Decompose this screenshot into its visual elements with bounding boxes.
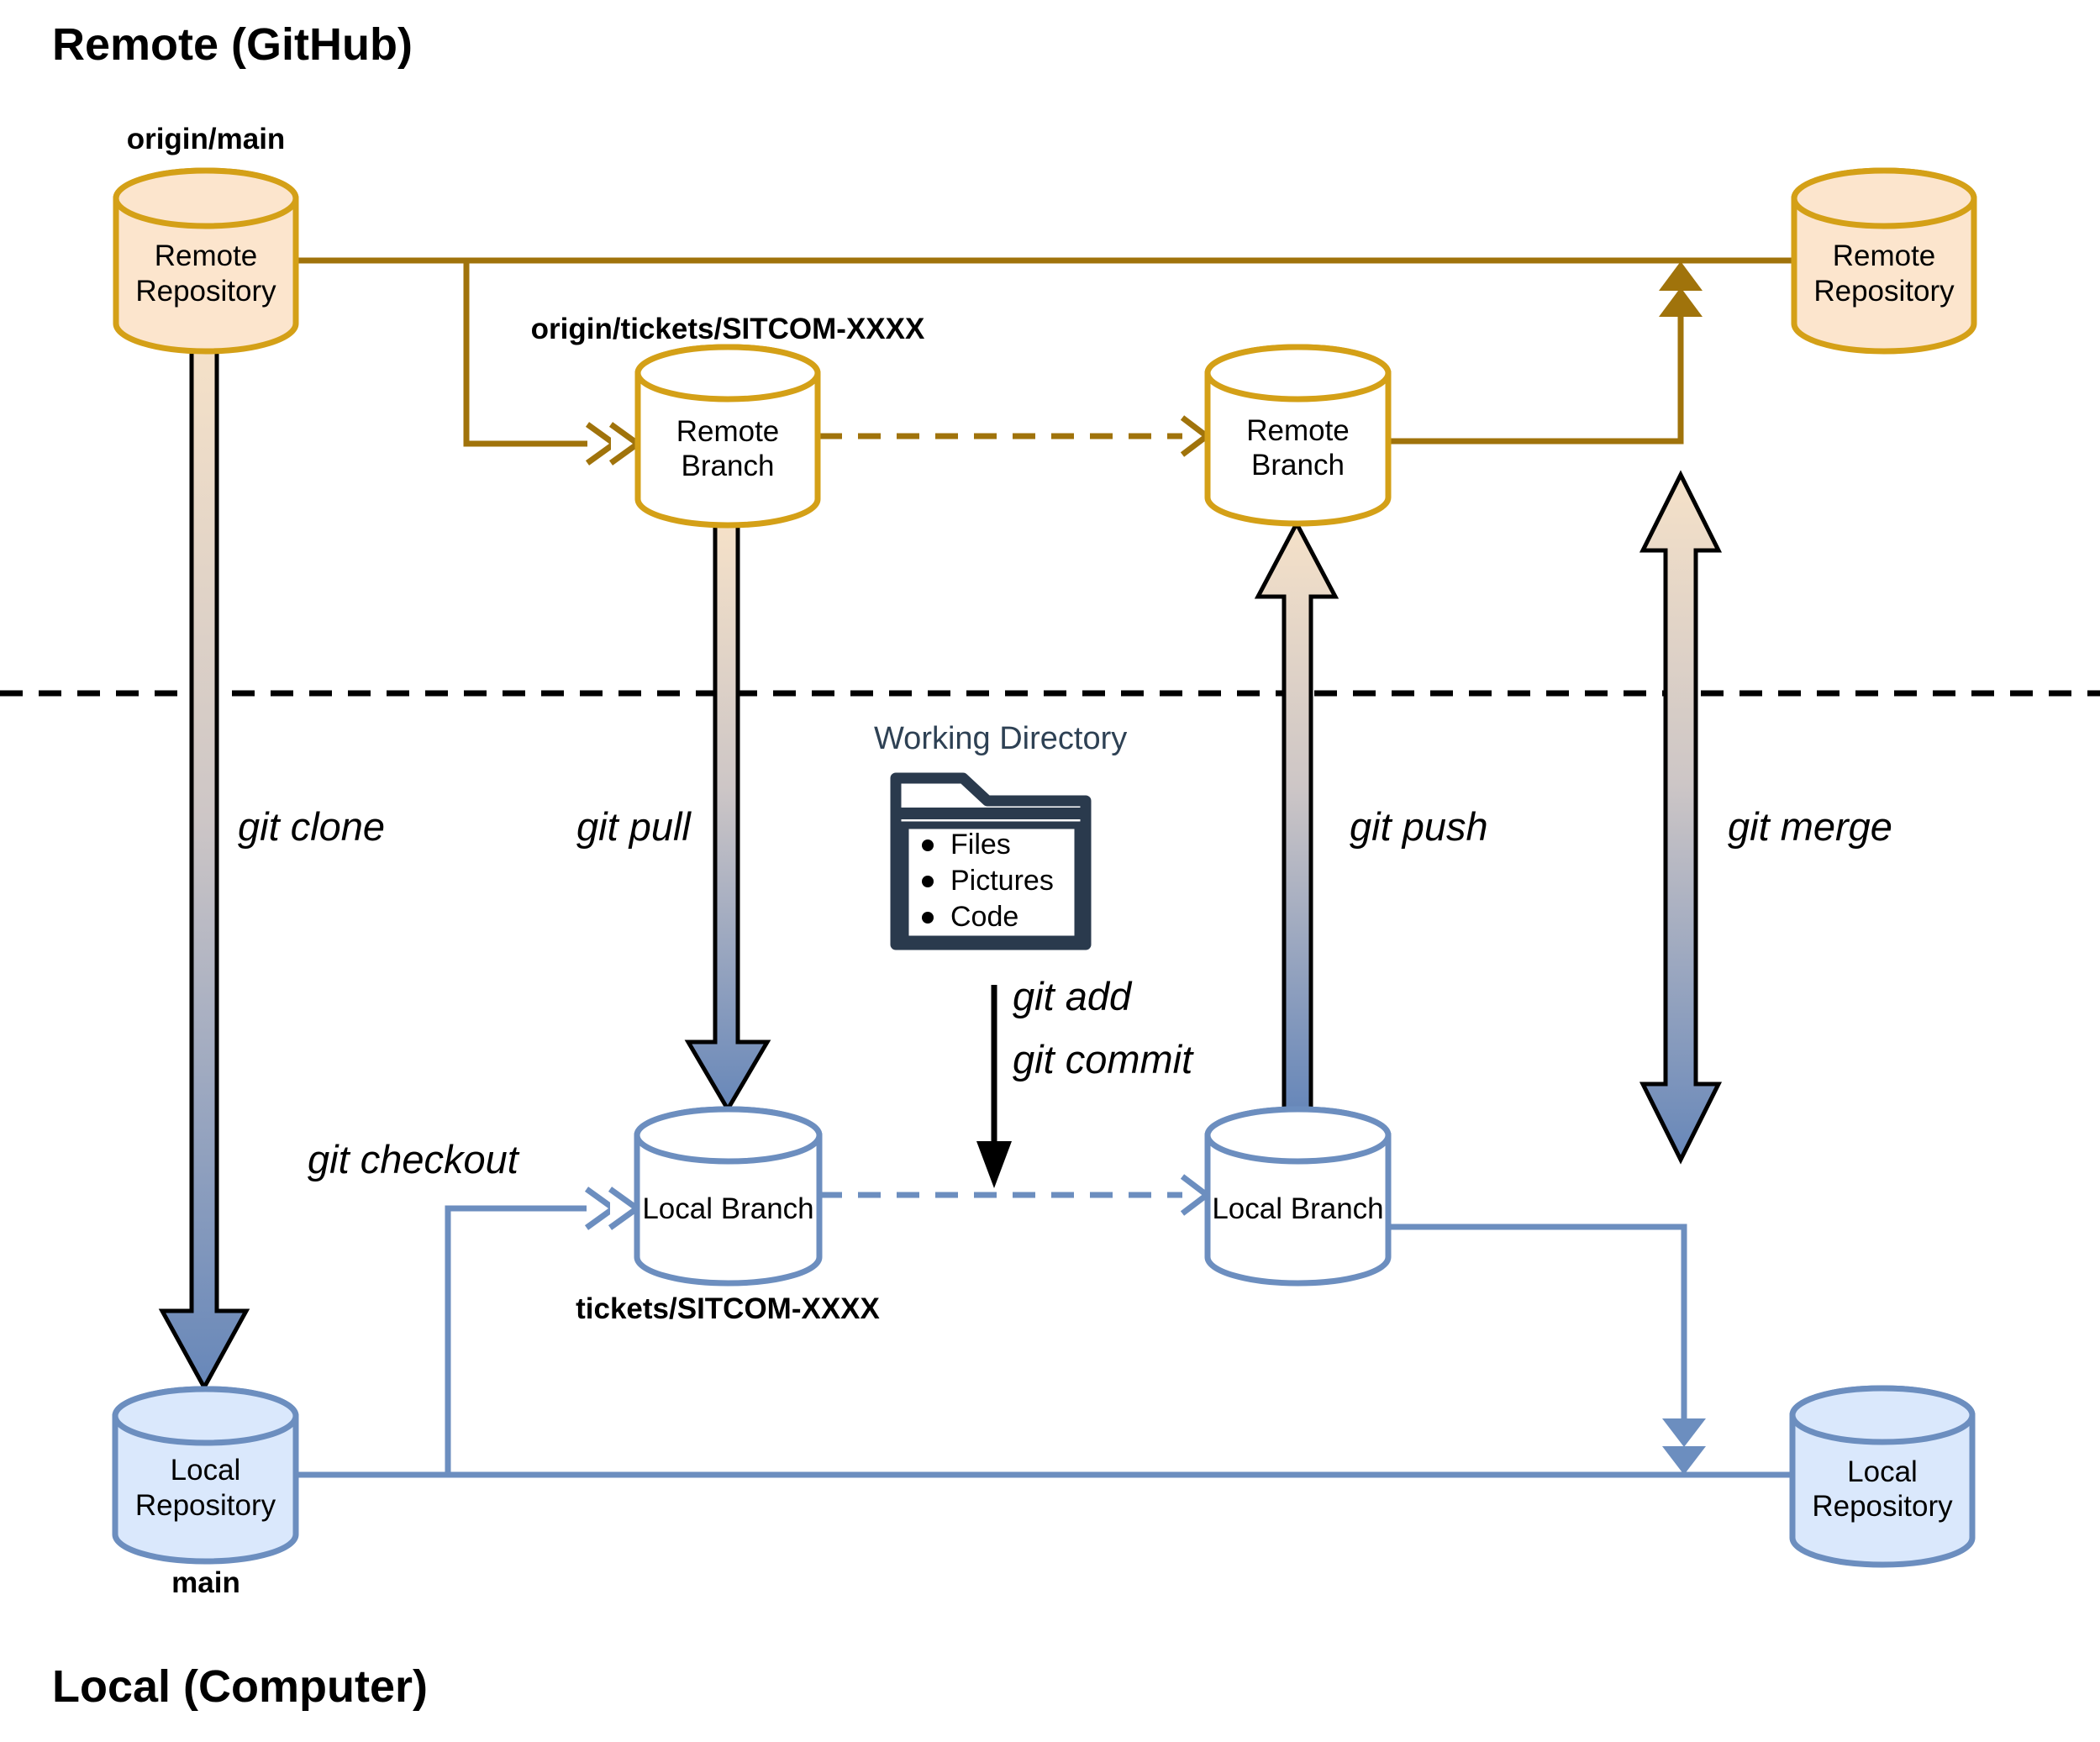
- branch-create-chevron-icon: [585, 422, 619, 466]
- merge-up-arrowhead-icon: [1659, 287, 1703, 317]
- git-checkout-label: git checkout: [308, 1137, 518, 1182]
- list-item-label: Pictures: [950, 865, 1054, 897]
- remote-branch-right-cylinder: [1204, 344, 1392, 527]
- local-repo-right-cylinder: [1789, 1385, 1976, 1568]
- local-branch-left-cylinder: [634, 1106, 823, 1287]
- list-item-label: Code: [950, 901, 1019, 933]
- local-progress-chevron-icon: [1180, 1174, 1212, 1216]
- remote-repo-left-label: Remote Repository: [135, 239, 276, 308]
- working-directory-title: Working Directory: [874, 721, 1128, 756]
- local-branch-right-cylinder: [1204, 1106, 1392, 1287]
- remote-connectors: [296, 257, 1794, 466]
- bullet-icon: [922, 911, 934, 924]
- merge-result-line: [1388, 1224, 1687, 1422]
- list-item: Files: [922, 827, 1073, 863]
- merge-up-arrowhead-icon: [1659, 261, 1703, 291]
- origin-tickets-tag: origin/tickets/SITCOM-XXXX: [530, 313, 925, 345]
- remote-branch-right-label: Remote Branch: [1246, 413, 1350, 482]
- checkout-chevron-icon: [584, 1187, 618, 1230]
- merge-down-arrowhead-icon: [1662, 1446, 1706, 1475]
- bullet-icon: [922, 875, 934, 887]
- working-directory-list: Files Pictures Code: [922, 827, 1073, 935]
- list-item: Pictures: [922, 863, 1073, 899]
- list-item: Code: [922, 899, 1073, 935]
- add-commit-arrowhead-icon: [976, 1141, 1012, 1188]
- git-clone-label: git clone: [238, 804, 386, 849]
- local-repo-left-label: Local Repository: [134, 1454, 276, 1522]
- git-merge-arrow: [1639, 470, 1723, 1165]
- local-section-title: Local (Computer): [52, 1661, 429, 1712]
- checkout-line: [445, 1205, 587, 1475]
- remote-repo-right-cylinder: [1791, 167, 1977, 355]
- remote-branch-create-line: [463, 261, 588, 447]
- local-connectors: [296, 1174, 1792, 1478]
- git-push-arrow: [1254, 518, 1339, 1112]
- git-pull-label: git pull: [576, 804, 691, 849]
- folder-icon: [890, 772, 1092, 950]
- remote-repo-left-cylinder: [113, 167, 299, 355]
- merge-down-arrowhead-icon: [1662, 1418, 1706, 1447]
- pull-request-merge-line: [1388, 313, 1684, 445]
- remote-repo-right-label: Remote Repository: [1813, 239, 1955, 308]
- branch-create-chevron-icon: [608, 422, 643, 466]
- main-tag: main: [171, 1566, 240, 1599]
- git-add-commit-label: git add git commit: [1013, 974, 1193, 1082]
- local-repo-right-label: Local Repository: [1812, 1455, 1953, 1523]
- remote-section-title: Remote (GitHub): [52, 19, 413, 70]
- git-clone-arrow: [158, 349, 250, 1392]
- git-merge-label: git merge: [1728, 804, 1892, 849]
- git-push-label: git push: [1350, 804, 1488, 849]
- origin-main-tag: origin/main: [126, 123, 286, 155]
- local-branch-left-label: Local Branch: [642, 1192, 814, 1225]
- bullet-icon: [922, 839, 934, 851]
- remote-progress-chevron-icon: [1180, 415, 1212, 457]
- local-branch-right-label: Local Branch: [1212, 1192, 1384, 1225]
- local-repo-left-cylinder: [112, 1386, 299, 1565]
- list-item-label: Files: [950, 829, 1011, 860]
- remote-branch-left-label: Remote Branch: [676, 414, 780, 482]
- tickets-tag: tickets/SITCOM-XXXX: [576, 1292, 880, 1325]
- add-commit-arrow: [976, 985, 1012, 1188]
- remote-branch-left-cylinder: [634, 344, 821, 529]
- git-pull-arrow: [684, 523, 771, 1113]
- checkout-chevron-icon: [608, 1187, 642, 1230]
